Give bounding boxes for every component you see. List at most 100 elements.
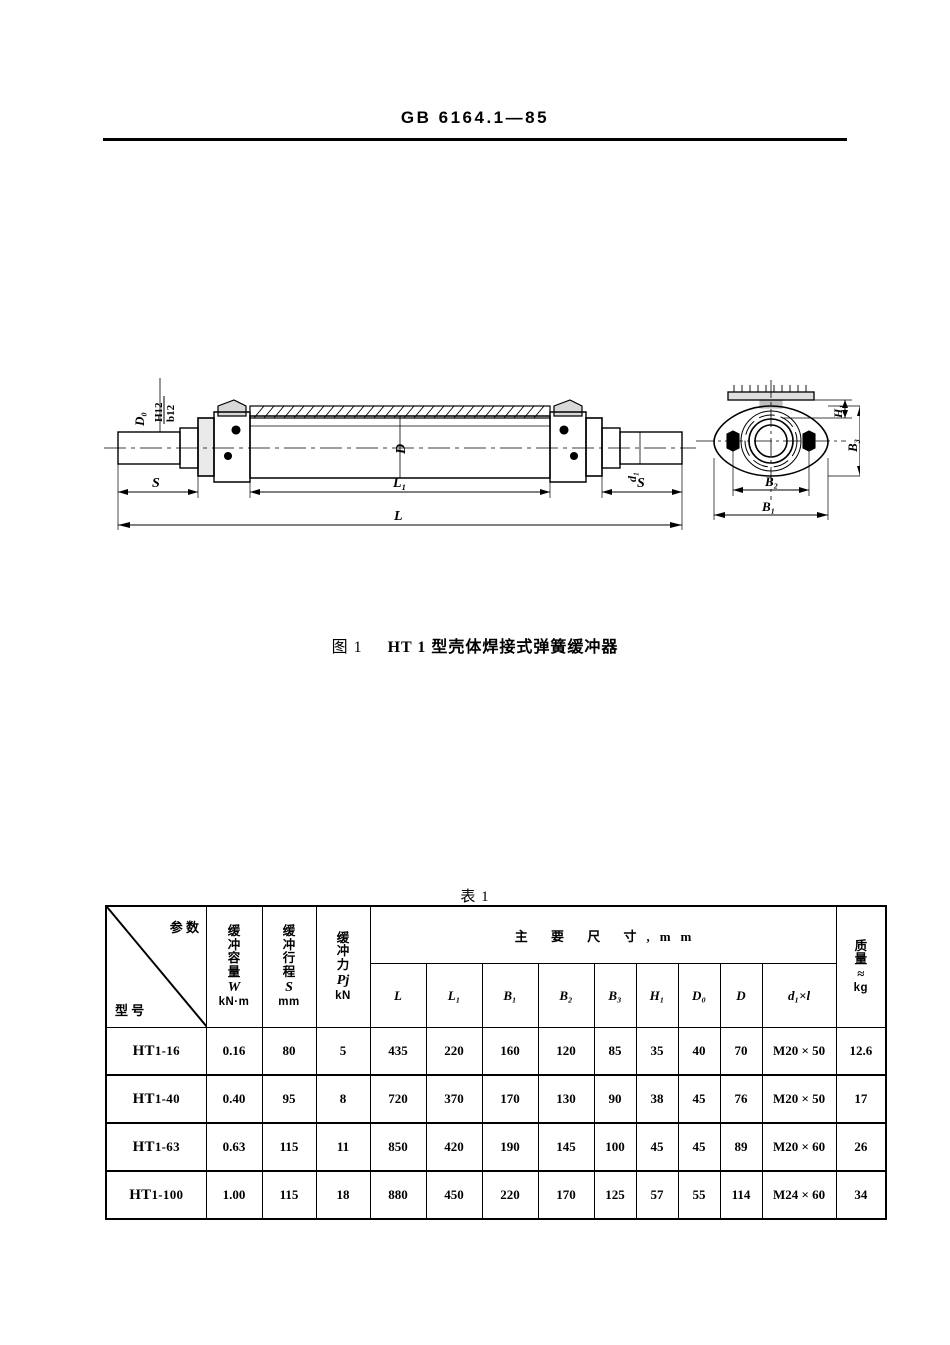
- header-dim-d1l: d₁×l: [761, 963, 837, 1028]
- header-capacity-char-1: 冲: [227, 937, 241, 952]
- label-flange-height: B₃: [845, 439, 860, 453]
- row-1-force: 8: [315, 1074, 371, 1124]
- label-fit-numerator: H12: [153, 402, 165, 422]
- label-rod-diameter: d₁: [625, 472, 639, 482]
- header-force-char-2: 力: [336, 957, 350, 972]
- header-capacity-symbol: W: [227, 980, 241, 996]
- row-3-B2: 170: [537, 1170, 595, 1220]
- header-force-char-1: 冲: [336, 944, 350, 959]
- row-1-D0: 45: [677, 1074, 721, 1124]
- table-row: HT1-16 0.16 80 5 435 220 160 120 85 35 4…: [105, 1027, 888, 1076]
- header-stroke-char-1: 冲: [282, 937, 296, 952]
- row-0-model-suffix: 1-16: [154, 1042, 180, 1058]
- row-1-model: HT1-40: [105, 1074, 207, 1124]
- row-2-model: HT1-63: [105, 1122, 207, 1172]
- row-2-capacity: 0.63: [205, 1122, 263, 1172]
- header-force-stack: 缓 冲 力 Pj kN: [317, 908, 370, 1026]
- label-length-inner: L₁: [392, 476, 406, 491]
- row-0-L1: 220: [425, 1027, 483, 1076]
- row-1-stroke: 95: [261, 1074, 317, 1124]
- header-dim-L1: L₁: [425, 963, 483, 1028]
- corner-diagonal: 参 数 型 号: [107, 907, 207, 1027]
- row-0-B1: 160: [481, 1027, 539, 1076]
- header-dim-B1: B₁: [481, 963, 539, 1028]
- row-2-d1l: M20 × 60: [761, 1122, 837, 1172]
- row-3-force: 18: [315, 1170, 371, 1220]
- label-fit-denominator: b12: [165, 404, 177, 422]
- header-force-char-0: 缓: [336, 930, 350, 945]
- row-1-H1: 38: [635, 1074, 679, 1124]
- row-0-capacity: 0.16: [205, 1027, 263, 1076]
- row-1-d1l: M20 × 50: [761, 1074, 837, 1124]
- header-main-dimensions: 主 要 尺 寸,mm: [369, 905, 837, 965]
- row-2-B3: 100: [593, 1122, 637, 1172]
- row-1-B3: 90: [593, 1074, 637, 1124]
- header-rule: [103, 138, 847, 141]
- table-row: HT1-63 0.63 115 11 850 420 190 145 100 4…: [105, 1122, 888, 1172]
- row-1-capacity: 0.40: [205, 1074, 263, 1124]
- row-3-D: 114: [719, 1170, 763, 1220]
- row-0-force: 5: [315, 1027, 371, 1076]
- label-hub-height: H₁: [831, 404, 845, 419]
- header-stroke: 缓 冲 行 程 S mm: [261, 905, 317, 1028]
- label-length-total: L: [393, 509, 403, 524]
- row-1-B1: 170: [481, 1074, 539, 1124]
- row-1-L1: 370: [425, 1074, 483, 1124]
- spec-table: 参 数 型 号 缓 冲 容 量 W kN·m: [105, 905, 888, 1220]
- row-2-D: 89: [719, 1122, 763, 1172]
- row-0-H1: 35: [635, 1027, 679, 1076]
- row-3-D0: 55: [677, 1170, 721, 1220]
- header-stroke-char-2: 行: [282, 951, 296, 966]
- row-3-capacity: 1.00: [205, 1170, 263, 1220]
- header-mass-char-0: 质: [854, 938, 868, 953]
- row-3-B1: 220: [481, 1170, 539, 1220]
- corner-param-model-cell: 参 数 型 号: [105, 905, 207, 1028]
- row-3-model: HT1-100: [105, 1170, 207, 1220]
- row-0-model: HT1-16: [105, 1027, 207, 1076]
- header-dim-B3: B₃: [593, 963, 637, 1028]
- header-mass-char-1: 量: [854, 952, 868, 967]
- header-capacity-unit: kN·m: [218, 996, 250, 1009]
- table-header-row-2: L L₁ B₁ B₂ B₃ H₁ D₀ D d₁×l: [106, 963, 886, 1028]
- header-force-unit: kN: [335, 989, 351, 1002]
- row-1-D: 76: [719, 1074, 763, 1124]
- row-0-mass: 12.6: [835, 1027, 888, 1076]
- corner-diagonal-line: [107, 907, 207, 1027]
- row-1-model-prefix: HT: [132, 1090, 155, 1107]
- row-0-model-prefix: HT: [132, 1042, 155, 1059]
- row-2-L1: 420: [425, 1122, 483, 1172]
- header-stroke-symbol: S: [285, 980, 293, 996]
- label-tube-diameter: D: [394, 444, 409, 455]
- row-3-H1: 57: [635, 1170, 679, 1220]
- figure-caption-number: 图 1: [331, 639, 363, 656]
- label-bolt-spacing: B₂: [764, 474, 778, 489]
- row-3-mass: 34: [835, 1170, 888, 1220]
- row-2-model-prefix: HT: [132, 1138, 155, 1155]
- header-mass-unit: kg: [853, 981, 869, 994]
- row-0-d1l: M20 × 50: [761, 1027, 837, 1076]
- row-3-d1l: M24 × 60: [761, 1170, 837, 1220]
- table-row: HT1-40 0.40 95 8 720 370 170 130 90 38 4…: [105, 1074, 888, 1124]
- header-dim-L: L: [369, 963, 427, 1028]
- table-caption: 表 1: [460, 889, 490, 905]
- header-force: 缓 冲 力 Pj kN: [315, 905, 371, 1028]
- row-0-B2: 120: [537, 1027, 595, 1076]
- figure-caption: 图 1 HT 1 型壳体焊接式弹簧缓冲器: [0, 633, 950, 657]
- row-0-D: 70: [719, 1027, 763, 1076]
- row-3-L1: 450: [425, 1170, 483, 1220]
- row-3-model-suffix: 1-100: [151, 1186, 184, 1202]
- row-3-B3: 125: [593, 1170, 637, 1220]
- row-2-D0: 45: [677, 1122, 721, 1172]
- row-1-L: 720: [369, 1074, 427, 1124]
- header-dim-H1: H₁: [635, 963, 679, 1028]
- row-0-B3: 85: [593, 1027, 637, 1076]
- label-stroke-left: S: [152, 476, 160, 491]
- standard-number: GB 6164.1—85: [400, 108, 550, 127]
- row-2-B1: 190: [481, 1122, 539, 1172]
- header-dim-D: D: [719, 963, 763, 1028]
- row-2-H1: 45: [635, 1122, 679, 1172]
- row-0-L: 435: [369, 1027, 427, 1076]
- technical-drawing: D₀ H12 b12 D d₁ S L₁: [100, 370, 860, 570]
- row-1-B2: 130: [537, 1074, 595, 1124]
- header-stroke-unit: mm: [278, 996, 300, 1009]
